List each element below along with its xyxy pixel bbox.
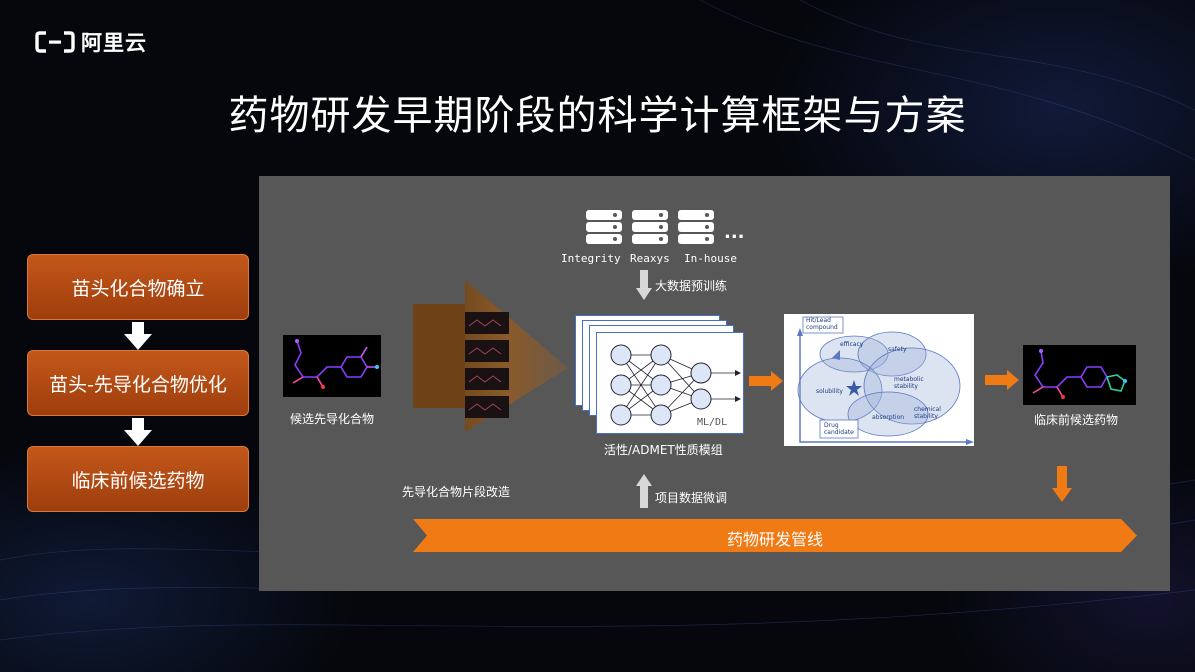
stage-preclinical-candidate: 临床前候选药物: [27, 446, 249, 512]
finetune-label: 项目数据微调: [655, 491, 728, 505]
venn-solubility: solubility: [816, 388, 843, 395]
pipeline-bar: [413, 519, 1137, 552]
stage-hit-identification: 苗头化合物确立: [27, 254, 249, 320]
candidate-molecule-image: [283, 335, 381, 397]
fragment-modification-arrow: [413, 280, 568, 432]
model-tag: ML/DL: [697, 417, 728, 428]
neural-network-diagram: [596, 332, 744, 434]
database-name-reaxys: Reaxys: [630, 252, 670, 265]
pretrain-label: 大数据预训练: [655, 279, 728, 293]
orange-right-arrow-icon: [985, 370, 1019, 390]
venn-chemical-stability: chemical stability: [914, 406, 941, 420]
property-venn-diagram: Hit/Lead compound efficacy safety solubi…: [784, 314, 974, 446]
model-label: 活性/ADMET性质模组: [604, 443, 723, 457]
down-arrow-icon: [124, 418, 152, 446]
down-arrow-icon: [124, 322, 152, 350]
orange-down-arrow-icon: [1052, 466, 1072, 502]
venn-metabolic-stability: metabolic stability: [894, 376, 924, 390]
finetune-up-arrow-icon: [636, 474, 652, 508]
venn-drug-candidate: Drug candidate: [824, 422, 854, 436]
orange-right-arrow-icon: [749, 371, 783, 391]
database-server-icon: [586, 210, 622, 244]
pretrain-down-arrow-icon: [636, 270, 652, 300]
aliyun-logo-icon: [35, 31, 75, 53]
venn-absorption: absorption: [872, 414, 905, 421]
output-label: 临床前候选药物: [1034, 413, 1119, 427]
venn-efficacy: efficacy: [840, 341, 864, 348]
page-title: 药物研发早期阶段的科学计算框架与方案: [228, 93, 967, 139]
output-molecule-image: [1023, 345, 1136, 405]
venn-safety: safety: [888, 346, 907, 353]
stage-hit-to-lead: 苗头-先导化合物优化: [27, 350, 249, 416]
pipeline-label: 药物研发管线: [726, 530, 823, 549]
database-name-inhouse: In-house: [684, 252, 737, 265]
database-server-icon: [632, 210, 668, 244]
more-databases-ellipsis: ...: [724, 222, 745, 243]
brand-name: 阿里云: [81, 31, 147, 55]
database-name-integrity: Integrity: [561, 252, 621, 265]
candidate-label: 候选先导化合物: [290, 412, 375, 426]
fragment-label: 先导化合物片段改造: [402, 485, 511, 499]
database-server-icon: [678, 210, 714, 244]
venn-hit-lead: Hit/Lead compound: [806, 317, 838, 331]
aliyun-logo: 阿里云: [35, 28, 147, 56]
